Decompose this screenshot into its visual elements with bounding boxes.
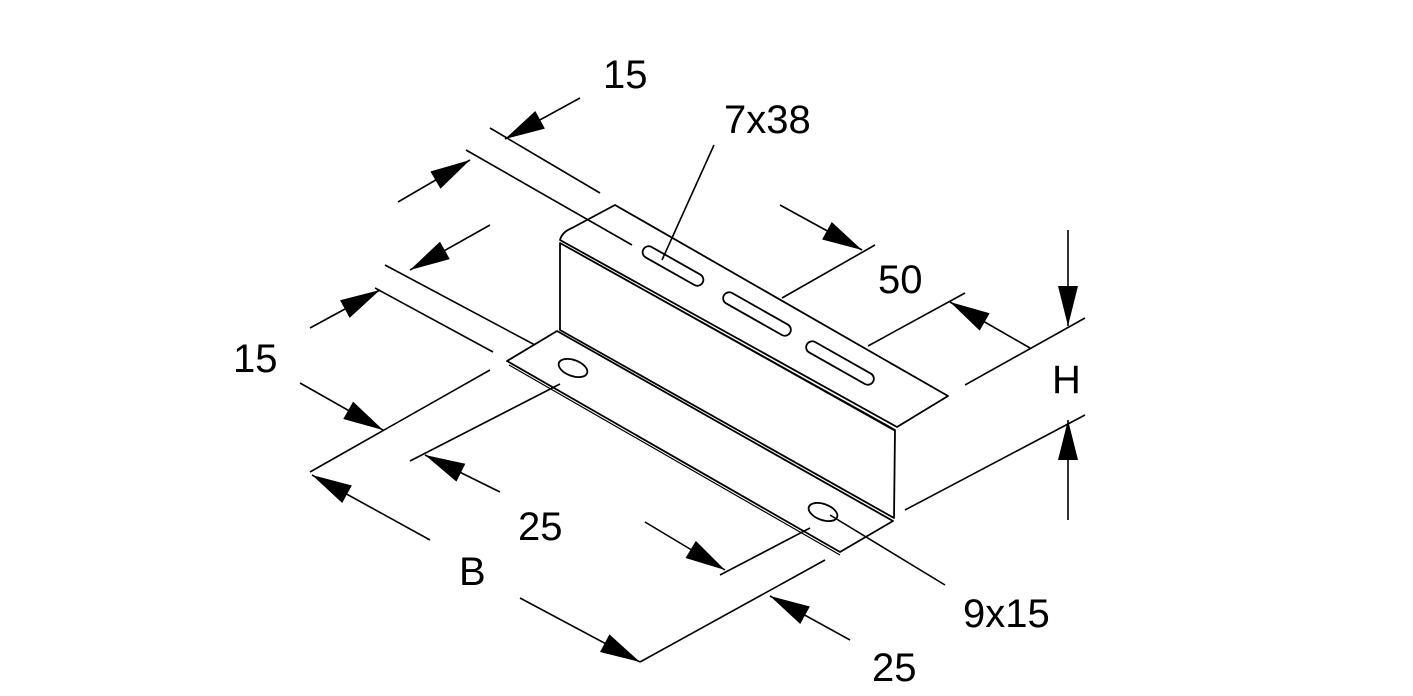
hole-size-label: 9x15 <box>963 592 1050 636</box>
dimension-lines <box>299 97 1086 663</box>
dimension-label-left-15: 15 <box>233 337 278 381</box>
bracket-part <box>506 204 949 556</box>
dimension-label-left-25: 25 <box>518 505 563 549</box>
slot <box>805 340 875 386</box>
width-label: B <box>459 550 486 594</box>
dimension-label-bottom-25: 25 <box>872 646 917 690</box>
dimension-label-top-15: 15 <box>603 53 648 97</box>
slot <box>641 245 705 287</box>
mounting-hole <box>557 357 589 379</box>
bottom-flange <box>506 330 894 553</box>
slot-size-label: 7x38 <box>724 98 811 142</box>
height-label: H <box>1052 358 1081 402</box>
dimension-label-50: 50 <box>878 258 923 302</box>
slot <box>722 291 792 337</box>
mounting-hole <box>807 501 839 523</box>
